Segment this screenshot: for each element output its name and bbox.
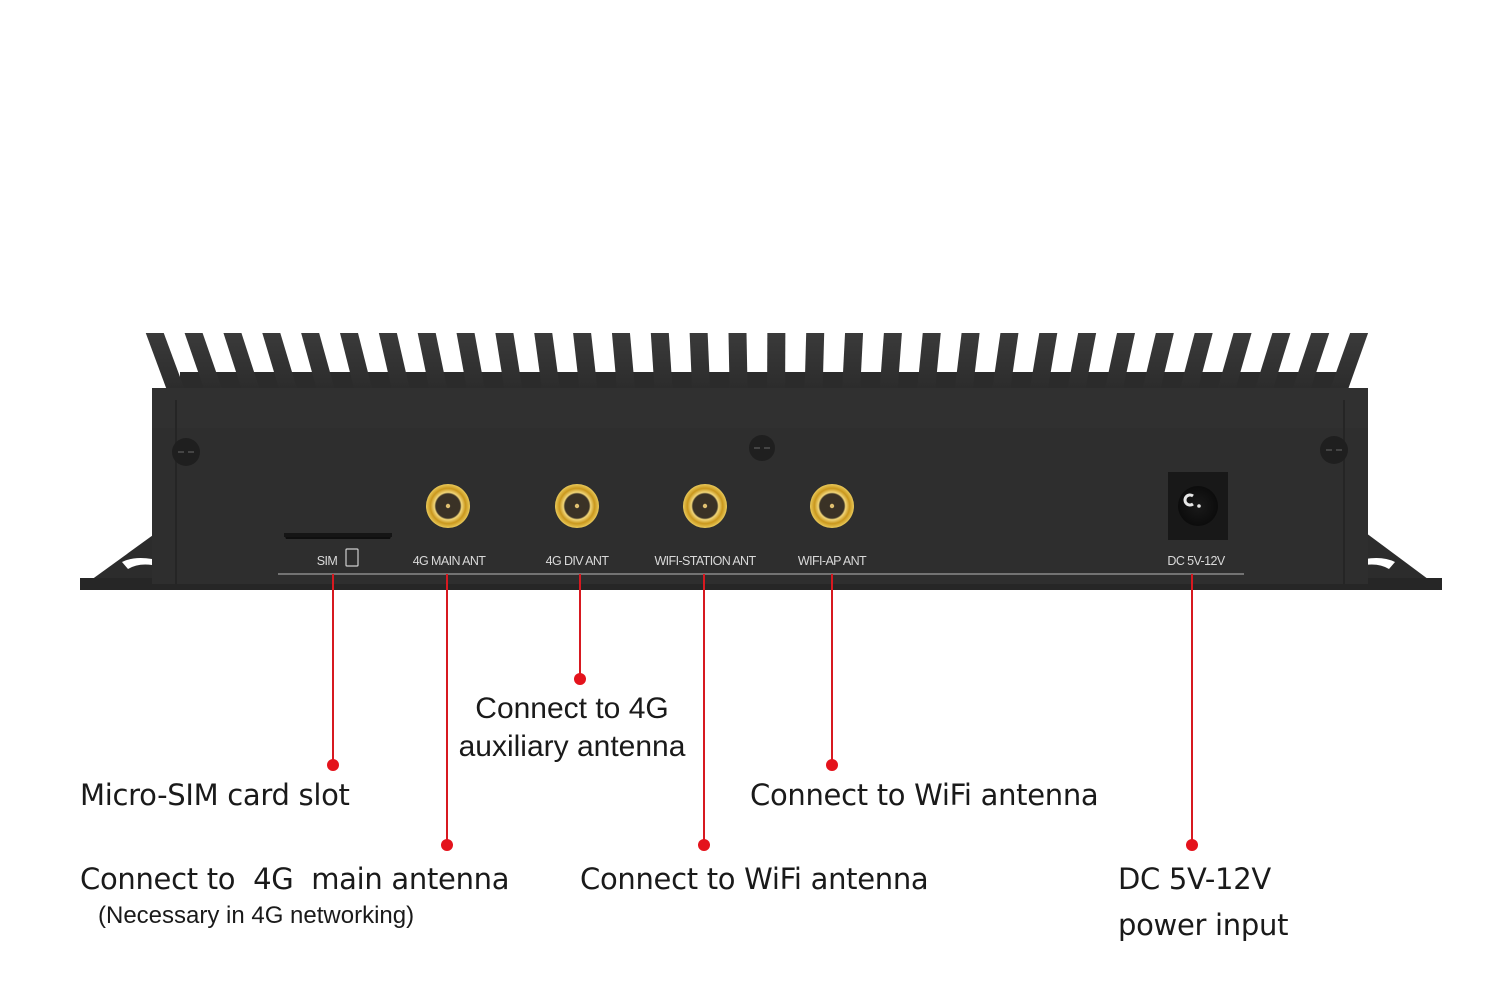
callout-dot-wifi-ap bbox=[826, 759, 838, 771]
sma-connector-wifi-ap bbox=[810, 484, 854, 528]
callout-line-4g-div bbox=[579, 574, 581, 679]
dc-power-jack bbox=[1168, 472, 1228, 540]
port-label-4g-main-ant: 4G MAIN ANT bbox=[412, 554, 486, 568]
port-label-sim: SIM bbox=[316, 554, 338, 568]
sim-slot bbox=[284, 533, 392, 567]
callout-text-wifi-ap: Connect to WiFi antenna bbox=[750, 778, 1099, 812]
sma-connector-4g-main bbox=[426, 484, 470, 528]
callout-dot-dc bbox=[1186, 839, 1198, 851]
port-label-wifi-ap-ant: WIFI-AP ANT bbox=[797, 554, 867, 568]
port-label-wifi-station-ant: WIFI-STATION ANT bbox=[654, 554, 756, 568]
callout-text-wifi-station: Connect to WiFi antenna bbox=[580, 862, 929, 896]
callout-line-4g-main bbox=[446, 574, 448, 844]
callout-dot-4g-div bbox=[574, 673, 586, 685]
callout-text-4g-div-line2: auxiliary antenna bbox=[458, 730, 686, 763]
sim-card-icon bbox=[345, 548, 359, 567]
sma-connectors bbox=[426, 484, 854, 528]
callout-text-dc-line2: power input bbox=[1118, 908, 1289, 942]
callout-note-4g-main: (Necessary in 4G networking) bbox=[98, 902, 415, 929]
screws bbox=[172, 435, 1348, 466]
callout-text-sim: Micro-SIM card slot bbox=[80, 778, 350, 812]
callout-dot-4g-main bbox=[441, 839, 453, 851]
chassis-body bbox=[152, 388, 1368, 584]
port-label-dc: DC 5V-12V bbox=[1167, 554, 1225, 568]
callout-line-dc bbox=[1191, 574, 1193, 844]
callout-line-wifi-station bbox=[703, 574, 705, 844]
port-label-4g-div-ant: 4G DIV ANT bbox=[545, 554, 609, 568]
sma-connector-wifi-station bbox=[683, 484, 727, 528]
callout-text-dc-line1: DC 5V-12V bbox=[1118, 862, 1271, 896]
callout-dot-sim bbox=[327, 759, 339, 771]
callout-text-4g-div-line1: Connect to 4G bbox=[475, 692, 669, 725]
callout-text-4g-main: Connect to 4G main antenna bbox=[80, 862, 510, 896]
callout-line-sim bbox=[332, 574, 334, 764]
sma-connector-4g-div bbox=[555, 484, 599, 528]
callout-dot-wifi-station bbox=[698, 839, 710, 851]
callout-line-wifi-ap bbox=[831, 574, 833, 764]
